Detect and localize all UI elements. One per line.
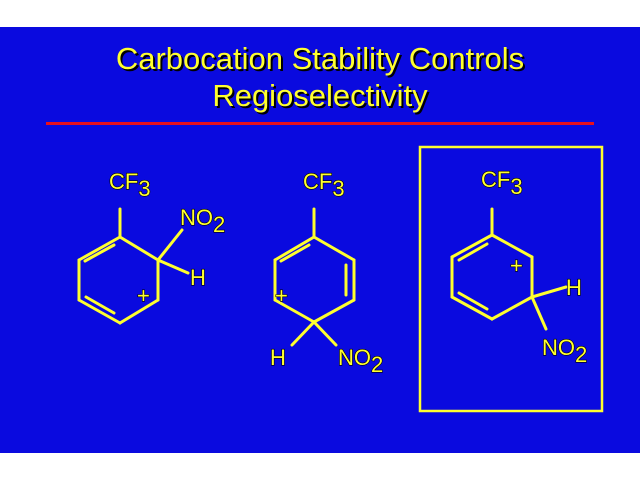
- title-divider: [46, 122, 594, 125]
- ring-double-bond-5: [457, 291, 489, 311]
- positive-charge-3: +: [510, 253, 523, 278]
- ring-bond-1: [77, 235, 122, 262]
- ring-bond-6: [118, 235, 160, 262]
- slide-title-line-2: Regioselectivity: [212, 78, 428, 113]
- bond-no2-2: [312, 320, 338, 347]
- h-label-2: H: [270, 345, 286, 370]
- ring-bond-12: [312, 235, 356, 262]
- bond-no2-3: [530, 295, 548, 331]
- ring-bond-3: [77, 298, 122, 325]
- ring-double-bond-2: [84, 295, 116, 315]
- ring-bond-13: [450, 233, 494, 259]
- ring-bond-9: [273, 298, 316, 324]
- bond-h-2: [290, 320, 316, 347]
- cf3-label-1: CF3: [109, 169, 151, 201]
- structure-ortho: CF3 NO2 H +: [77, 168, 226, 325]
- ring-bond-7: [273, 235, 316, 262]
- structures-canvas: CF3 NO2 H + CF3 H NO2 +: [77, 145, 604, 413]
- ring-double-bond-6: [457, 242, 489, 262]
- no2-label-3: NO2: [542, 335, 587, 367]
- ring-bond-10: [312, 298, 356, 324]
- ring-bond-4: [118, 298, 160, 325]
- slide: Carbocation Stability Controls Regiosele…: [0, 27, 640, 453]
- h-label-1: H: [190, 265, 206, 290]
- structure-meta: CF3 H NO2 +: [418, 145, 604, 413]
- no2-label-1: NO2: [180, 205, 225, 237]
- bond-no2-1: [156, 228, 184, 262]
- cf3-label-2: CF3: [303, 169, 345, 201]
- ring-double-bond-3: [279, 243, 311, 263]
- no2-label-2: NO2: [338, 345, 383, 377]
- bond-h-3: [530, 285, 568, 299]
- positive-charge-1: +: [137, 283, 150, 308]
- slide-title-line-1: Carbocation Stability Controls: [115, 41, 525, 76]
- ring-bond-15: [450, 295, 494, 321]
- ring-bond-18: [490, 233, 534, 259]
- positive-charge-2: +: [275, 283, 288, 308]
- highlight-box: [418, 145, 604, 413]
- ring-double-bond-1: [83, 243, 116, 263]
- cf3-label-3: CF3: [481, 167, 523, 199]
- bond-h-1: [156, 258, 190, 275]
- h-label-3: H: [566, 275, 582, 300]
- structure-para: CF3 H NO2 +: [269, 168, 383, 377]
- ring-bond-16: [490, 295, 534, 321]
